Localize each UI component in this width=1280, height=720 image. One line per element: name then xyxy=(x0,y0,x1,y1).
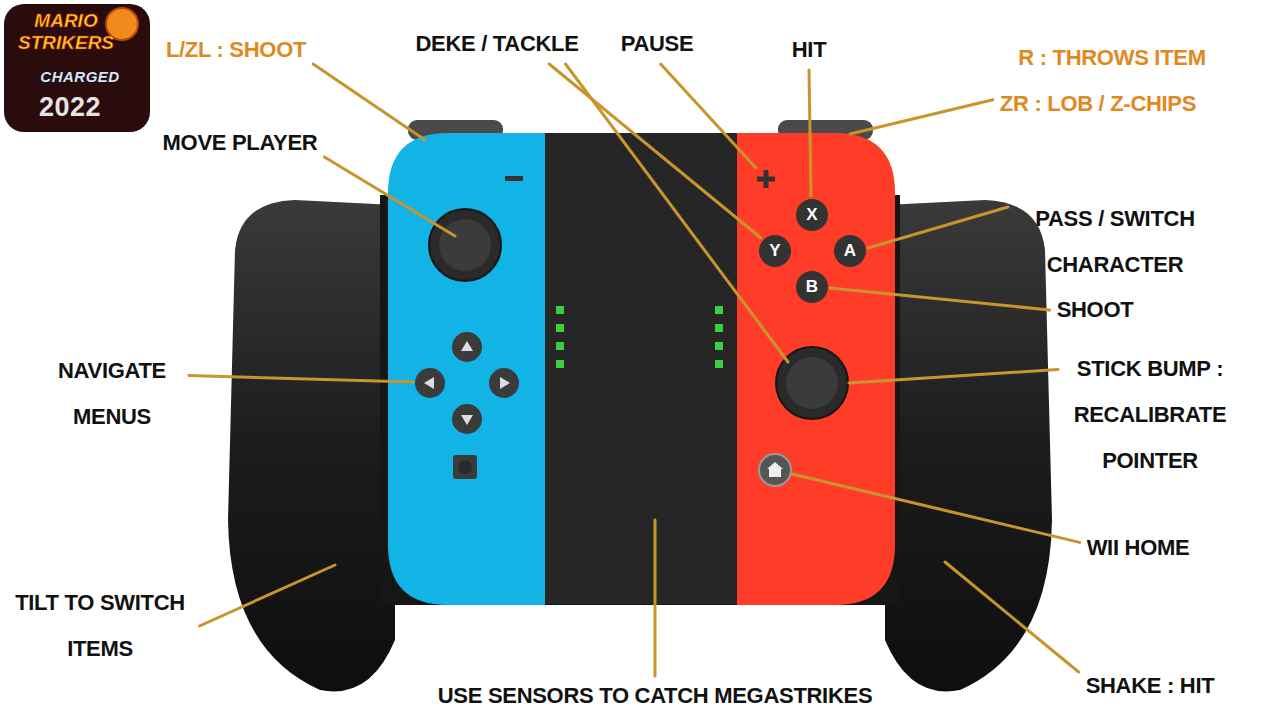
leader-line xyxy=(324,157,455,236)
dpad-left xyxy=(415,368,445,398)
control-label: MOVE PLAYER xyxy=(163,129,318,157)
leader-line xyxy=(313,64,425,140)
control-label: SHAKE : HIT xyxy=(1086,672,1215,700)
led xyxy=(715,306,723,314)
control-label: USE SENSORS TO CATCH MEGASTRIKES xyxy=(438,682,873,710)
arrow-icon xyxy=(461,341,473,351)
logo-title: MARIO STRIKERS xyxy=(7,10,125,54)
button-letter: Y xyxy=(769,241,780,261)
control-label: WII HOME xyxy=(1087,534,1190,562)
control-label: PASS / SWITCH CHARACTER xyxy=(1015,196,1215,288)
control-label: PAUSE xyxy=(621,30,694,58)
a-button xyxy=(834,235,866,267)
control-label: HIT xyxy=(792,36,827,64)
leader-line xyxy=(849,369,1058,383)
leader-line xyxy=(809,70,811,196)
left-grip xyxy=(228,200,395,691)
button-letter: B xyxy=(806,277,818,297)
leader-line xyxy=(868,207,1008,248)
led xyxy=(556,306,564,314)
led xyxy=(556,360,564,368)
control-label: SHOOT xyxy=(1057,296,1134,324)
arrow-icon xyxy=(500,377,510,389)
dpad-right xyxy=(489,368,519,398)
led xyxy=(715,324,723,332)
control-label: TILT TO SWITCH ITEMS xyxy=(8,580,193,672)
leader-line xyxy=(830,288,1050,310)
control-label: STICK BUMP : RECALIBRATE POINTER xyxy=(1065,346,1235,484)
control-label: R : THROWS ITEM xyxy=(1018,44,1205,72)
right-stick xyxy=(776,347,848,419)
led xyxy=(556,342,564,350)
leader-line xyxy=(850,100,993,134)
button-letter: X xyxy=(806,205,817,225)
leader-line xyxy=(549,64,761,238)
leader-line xyxy=(566,64,788,362)
left-stick-cap xyxy=(439,219,491,271)
logo-subtitle: CHARGED xyxy=(40,68,119,86)
leader-line xyxy=(792,474,1080,542)
leader-line xyxy=(945,562,1079,672)
x-button xyxy=(796,199,828,231)
right-joycon xyxy=(737,133,895,605)
led xyxy=(715,360,723,368)
right-stick-cap xyxy=(786,357,838,409)
home-button xyxy=(759,454,791,486)
control-label: DEKE / TACKLE xyxy=(415,30,578,58)
arrow-icon xyxy=(461,415,473,425)
capture-dot xyxy=(458,460,472,474)
minus-button xyxy=(505,176,523,181)
left-joycon xyxy=(388,133,545,605)
b-button xyxy=(796,271,828,303)
button-letter: A xyxy=(844,241,856,261)
control-label: NAVIGATE MENUS xyxy=(42,348,182,440)
arrow-icon xyxy=(424,377,434,389)
led xyxy=(715,342,723,350)
led xyxy=(556,324,564,332)
plus-button xyxy=(764,170,769,188)
grip-center xyxy=(538,133,744,604)
leader-line xyxy=(189,376,413,382)
left-stick xyxy=(429,209,501,281)
logo-year: 2022 xyxy=(39,92,101,122)
control-label: ZR : LOB / Z-CHIPS xyxy=(1000,90,1196,118)
dpad-up xyxy=(452,332,482,362)
home-icon xyxy=(767,462,783,477)
capture-button xyxy=(453,455,477,479)
leader-line xyxy=(661,64,756,168)
control-label: L/ZL : SHOOT xyxy=(166,36,306,64)
y-button xyxy=(759,235,791,267)
leader-line xyxy=(654,520,657,676)
leader-line xyxy=(200,565,336,626)
dpad-down xyxy=(452,404,482,434)
logo-backing xyxy=(4,4,150,132)
right-grip xyxy=(885,200,1052,691)
